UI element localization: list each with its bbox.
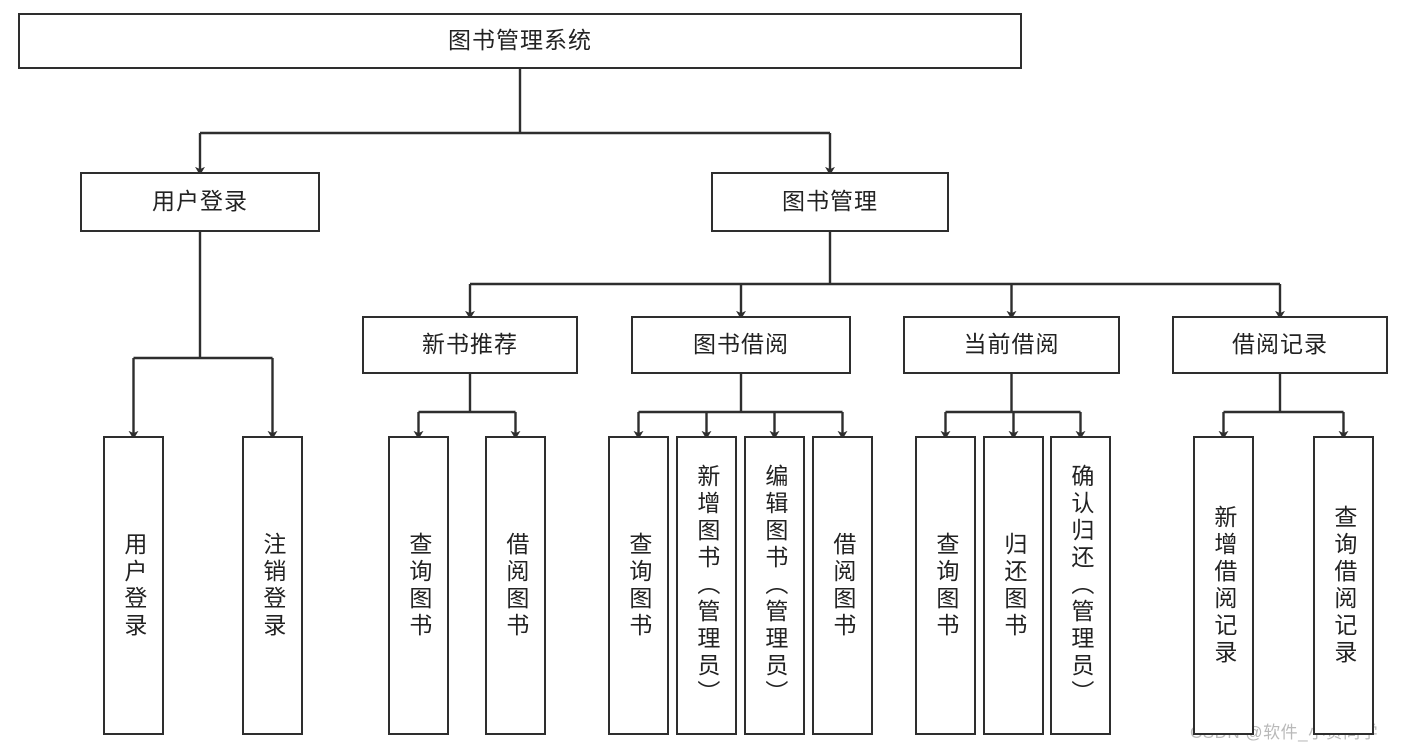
node-leaf-query-book-2[interactable]: 查询图书 (608, 436, 669, 735)
node-new-book-recommend-label: 新书推荐 (422, 331, 518, 358)
node-leaf-borrow-book-1-label: 借阅图书 (502, 531, 529, 640)
node-leaf-borrow-book-1[interactable]: 借阅图书 (485, 436, 546, 735)
node-root-label: 图书管理系统 (448, 27, 592, 54)
node-leaf-user-logout-label: 注销登录 (259, 531, 286, 640)
node-leaf-query-book-1[interactable]: 查询图书 (388, 436, 449, 735)
node-leaf-borrow-book-2[interactable]: 借阅图书 (812, 436, 873, 735)
node-new-book-recommend[interactable]: 新书推荐 (362, 316, 578, 374)
node-leaf-query-record-label: 查询借阅记录 (1330, 504, 1357, 667)
node-leaf-query-book-2-label: 查询图书 (625, 531, 652, 640)
node-leaf-add-record-label: 新增借阅记录 (1210, 504, 1237, 667)
node-leaf-query-book-1-label: 查询图书 (405, 531, 432, 640)
node-leaf-edit-book-label: 编辑图书（管理员） (761, 464, 788, 707)
node-user-login-label: 用户登录 (152, 188, 248, 215)
node-leaf-confirm-return[interactable]: 确认归还（管理员） (1050, 436, 1111, 735)
node-leaf-user-login-label: 用户登录 (120, 531, 147, 640)
node-leaf-query-record[interactable]: 查询借阅记录 (1313, 436, 1374, 735)
node-book-manage-label: 图书管理 (782, 188, 878, 215)
node-leaf-user-logout[interactable]: 注销登录 (242, 436, 303, 735)
node-borrow-record-label: 借阅记录 (1232, 331, 1328, 358)
node-leaf-add-record[interactable]: 新增借阅记录 (1193, 436, 1254, 735)
node-leaf-return-book[interactable]: 归还图书 (983, 436, 1044, 735)
node-leaf-query-book-3-label: 查询图书 (932, 531, 959, 640)
node-leaf-return-book-label: 归还图书 (1000, 531, 1027, 640)
node-leaf-query-book-3[interactable]: 查询图书 (915, 436, 976, 735)
node-user-login[interactable]: 用户登录 (80, 172, 320, 232)
node-borrow-record[interactable]: 借阅记录 (1172, 316, 1388, 374)
node-leaf-edit-book[interactable]: 编辑图书（管理员） (744, 436, 805, 735)
node-leaf-borrow-book-2-label: 借阅图书 (829, 531, 856, 640)
node-book-manage[interactable]: 图书管理 (711, 172, 949, 232)
node-root[interactable]: 图书管理系统 (18, 13, 1022, 69)
node-book-borrow-label: 图书借阅 (693, 331, 789, 358)
node-current-borrow-label: 当前借阅 (963, 331, 1060, 358)
node-book-borrow[interactable]: 图书借阅 (631, 316, 851, 374)
node-leaf-confirm-return-label: 确认归还（管理员） (1067, 464, 1094, 707)
node-current-borrow[interactable]: 当前借阅 (903, 316, 1120, 374)
node-leaf-add-book-label: 新增图书（管理员） (693, 464, 720, 707)
node-leaf-user-login[interactable]: 用户登录 (103, 436, 164, 735)
node-leaf-add-book[interactable]: 新增图书（管理员） (676, 436, 737, 735)
